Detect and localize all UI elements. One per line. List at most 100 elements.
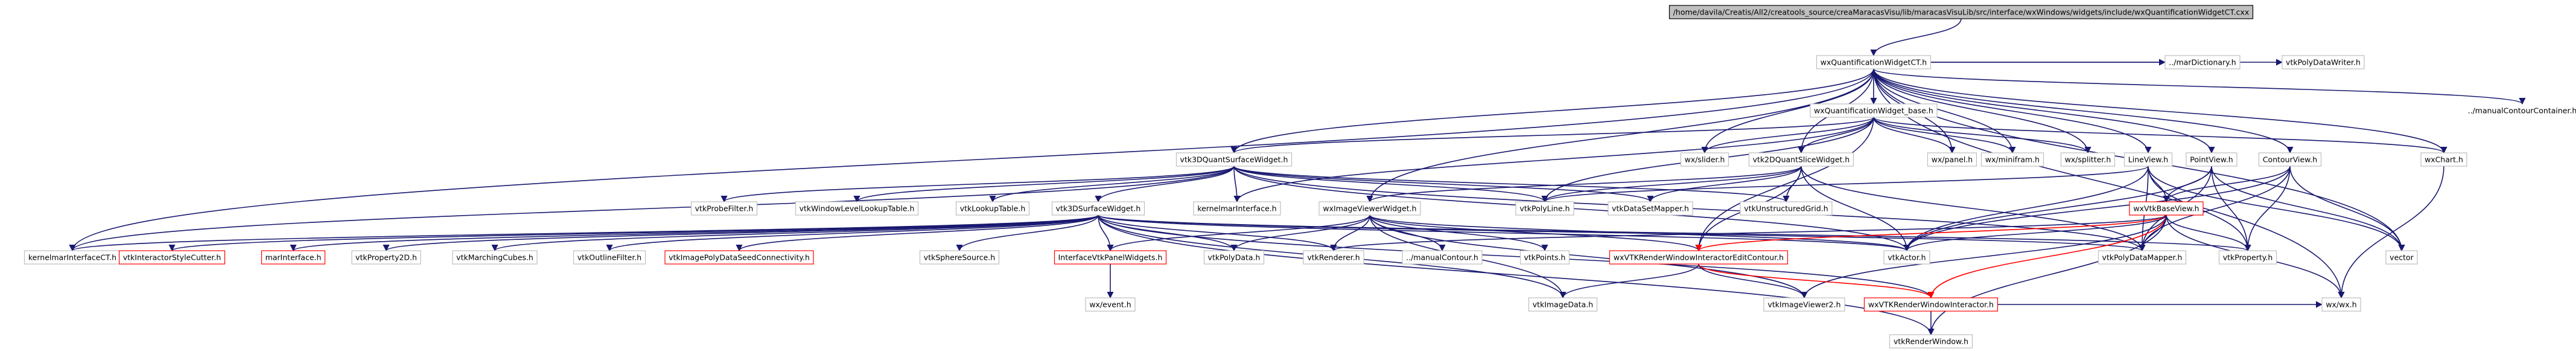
- graph-node-kernelmarCT[interactable]: kernelmarInterfaceCT.h: [24, 250, 121, 265]
- graph-edge-vtk3dsw-kernelmarCT: [69, 214, 1099, 252]
- graph-node-wxevent[interactable]: wx/event.h: [1085, 297, 1136, 312]
- graph-node-box: [573, 250, 646, 265]
- graph-node-vtkDataSetMapper[interactable]: vtkDataSetMapper.h: [1608, 201, 1693, 216]
- graph-edge-vtk2dqsw-vtkDataSetMapper: [1647, 166, 1802, 203]
- graph-node-wxivw[interactable]: wxImageViewerWidget.h: [1318, 201, 1421, 216]
- graph-node-vtkPolyData[interactable]: vtkPolyData.h: [1203, 250, 1265, 265]
- graph-node-label: vtkOutlineFilter.h: [577, 253, 641, 262]
- graph-node-box: [118, 250, 226, 265]
- graph-node-wxslider[interactable]: wx/slider.h: [1680, 152, 1729, 167]
- graph-edge-vtk3dsw-wxvtkrwi: [1098, 214, 1935, 299]
- graph-node-vtkRenderWindow[interactable]: vtkRenderWindow.h: [1889, 334, 1973, 349]
- graph-node-vtkPolyDataMapper[interactable]: vtkPolyDataMapper.h: [2097, 250, 2187, 265]
- graph-node-box: [1740, 201, 1833, 216]
- graph-node-contourview[interactable]: ContourView.h: [2258, 152, 2322, 167]
- graph-node-label: ../marDictionary.h: [2169, 58, 2236, 67]
- graph-node-vtkImageViewer2[interactable]: vtkImageViewer2.h: [1763, 297, 1845, 312]
- graph-node-vtkProperty2D[interactable]: vtkProperty2D.h: [351, 250, 421, 265]
- graph-edge-wxivw-vtkPoints: [1369, 214, 1548, 252]
- graph-node-vtkSphereSource[interactable]: vtkSphereSource.h: [919, 250, 1000, 265]
- graph-node-label: vector: [2390, 253, 2414, 262]
- graph-node-box: [2420, 152, 2467, 167]
- graph-edge-wxqwct-contourview: [1873, 68, 2294, 154]
- graph-node-vtkMarchingCubes[interactable]: vtkMarchingCubes.h: [452, 250, 538, 265]
- graph-node-box: [1318, 201, 1421, 216]
- graph-node-root[interactable]: /home/davila/Creatis/All2/creatools_sour…: [1668, 5, 2254, 19]
- graph-node-marDictionary[interactable]: ../marDictionary.h: [2164, 55, 2240, 69]
- graph-edge-root-wxqwct: [1870, 18, 1962, 57]
- graph-node-label: vtkImageData.h: [1533, 300, 1593, 309]
- graph-node-manualContourContainer: ../manualContourContainer.h: [2468, 106, 2576, 115]
- graph-node-label: /home/davila/Creatis/All2/creatools_sour…: [1673, 8, 2250, 17]
- graph-edge-contourview-vtkActor: [1903, 166, 2291, 252]
- graph-node-wxwx[interactable]: wx/wx.h: [2321, 297, 2361, 312]
- graph-edge-vtk2dqsw-wxivw: [1366, 166, 1802, 203]
- graph-node-marInterface[interactable]: marInterface.h: [261, 250, 326, 265]
- graph-node-vtkImageData[interactable]: vtkImageData.h: [1528, 297, 1598, 312]
- graph-node-lineview[interactable]: LineView.h: [2123, 152, 2173, 167]
- graph-edge-vtk3dsw-vtkProperty2D: [383, 214, 1099, 252]
- graph-node-wxvtkrwi[interactable]: wxVTKRenderWindowInteractor.h: [1863, 297, 1999, 312]
- graph-node-label: wxChart.h: [2425, 155, 2463, 164]
- graph-node-box: [351, 250, 421, 265]
- graph-edge-wxvtkbaseview-vtkRenderWindow: [1927, 214, 2167, 336]
- graph-edge-wxvtkbaseview-vtkProperty: [2166, 214, 2251, 252]
- graph-node-manualContour[interactable]: ../manualContour.h: [1402, 250, 1483, 265]
- graph-node-vtk3dqsw[interactable]: vtk3DQuantSurfaceWidget.h: [1175, 152, 1293, 167]
- graph-node-wxqwbase[interactable]: wxQuantificationWidget_base.h: [1810, 103, 1938, 118]
- graph-node-vtkISCutter[interactable]: vtkInteractorStyleCutter.h: [118, 250, 226, 265]
- graph-node-vtkWLLT[interactable]: vtkWindowLevelLookupTable.h: [795, 201, 919, 216]
- graph-node-box: [1609, 250, 1789, 265]
- graph-node-label: vtkPoints.h: [1524, 253, 1566, 262]
- graph-edge-vtk3dqsw-vtk3dsw: [1095, 166, 1235, 203]
- graph-node-label: vtk2DQuantSliceWidget.h: [1753, 155, 1850, 164]
- graph-edge-wxvtkbaseview-vtkPolyDataMapper: [2139, 214, 2167, 252]
- graph-node-vtk3dsw[interactable]: vtk3DSurfaceWidget.h: [1051, 201, 1145, 216]
- graph-node-ivtkpw[interactable]: InterfaceVtkPanelWidgets.h: [1054, 250, 1167, 265]
- graph-node-vtkIPDSC[interactable]: vtkImagePolyDataSeedConnectivity.h: [664, 250, 814, 265]
- graph-node-label: vtkMarchingCubes.h: [456, 253, 533, 262]
- graph-node-vtkUnstructuredGrid[interactable]: vtkUnstructuredGrid.h: [1740, 201, 1833, 216]
- graph-edge-wxqwct-wxsplitter: [1873, 68, 2091, 154]
- graph-node-wxqwct[interactable]: wxQuantificationWidgetCT.h: [1816, 55, 1932, 69]
- graph-node-box: [2282, 55, 2365, 69]
- graph-node-wxvtkrwiec[interactable]: wxVTKRenderWindowInteractorEditContour.h: [1609, 250, 1789, 265]
- graph-node-wxchart[interactable]: wxChart.h: [2420, 152, 2467, 167]
- graph-node-wxminifram[interactable]: wx/minifram.h: [1980, 152, 2044, 167]
- graph-node-vtkRenderer[interactable]: vtkRenderer.h: [1303, 250, 1364, 265]
- graph-edge-wxvtkrwiec-vtkImageData: [1559, 263, 1699, 299]
- graph-node-vtkLookupTable[interactable]: vtkLookupTable.h: [955, 201, 1030, 216]
- graph-node-label: wxVTKRenderWindowInteractor.h: [1868, 300, 1994, 309]
- graph-node-label: PointView.h: [2190, 155, 2233, 164]
- graph-node-box: [261, 250, 326, 265]
- graph-node-vtkPoints[interactable]: vtkPoints.h: [1519, 250, 1570, 265]
- graph-node-vtkOutlineFilter[interactable]: vtkOutlineFilter.h: [573, 250, 646, 265]
- graph-node-pointview[interactable]: PointView.h: [2186, 152, 2237, 167]
- graph-edge-wxivw-ivtkpw: [1107, 214, 1370, 252]
- graph-node-kernelmarInterface[interactable]: kernelmarInterface.h: [1193, 201, 1281, 216]
- graph-node-vtkPolyDataWriter[interactable]: vtkPolyDataWriter.h: [2282, 55, 2365, 69]
- graph-node-box: [2385, 250, 2418, 265]
- graph-node-wxvtkbaseview[interactable]: wxVtkBaseView.h: [2129, 201, 2204, 216]
- graph-node-box: [2129, 201, 2204, 216]
- graph-edge-wxqwct-wxslider: [1701, 68, 1874, 154]
- graph-node-box: [919, 250, 1000, 265]
- graph-edge-contourview-vector: [2289, 166, 2405, 252]
- graph-edge-wxvtkbaseview-vtkActor: [1903, 214, 2167, 252]
- graph-edge-wxqwct-vtk3dqsw: [1230, 68, 1874, 154]
- graph-node-wxsplitter[interactable]: wx/splitter.h: [2060, 152, 2116, 167]
- graph-edge-wxqwbase-wxpanel: [1873, 117, 1956, 154]
- graph-node-vtkPolyLine[interactable]: vtkPolyLine.h: [1515, 201, 1574, 216]
- graph-node-vtkProperty[interactable]: vtkProperty.h: [2218, 250, 2277, 265]
- graph-node-label: vtkPolyDataMapper.h: [2102, 253, 2183, 262]
- graph-node-wxpanel[interactable]: wx/panel.h: [1927, 152, 1977, 167]
- graph-node-vector[interactable]: vector: [2385, 250, 2418, 265]
- graph-edge-vtk3dsw-vtkActor: [1098, 214, 1910, 252]
- graph-node-vtk2dqsw[interactable]: vtk2DQuantSliceWidget.h: [1748, 152, 1854, 167]
- graph-node-label: wxImageViewerWidget.h: [1323, 204, 1416, 213]
- graph-node-vtkActor[interactable]: vtkActor.h: [1883, 250, 1930, 265]
- graph-node-box: [2123, 152, 2173, 167]
- graph-node-vtkProbeFilter[interactable]: vtkProbeFilter.h: [690, 201, 758, 216]
- graph-node-label: wx/splitter.h: [2065, 155, 2111, 164]
- edges-layer: [69, 18, 2526, 336]
